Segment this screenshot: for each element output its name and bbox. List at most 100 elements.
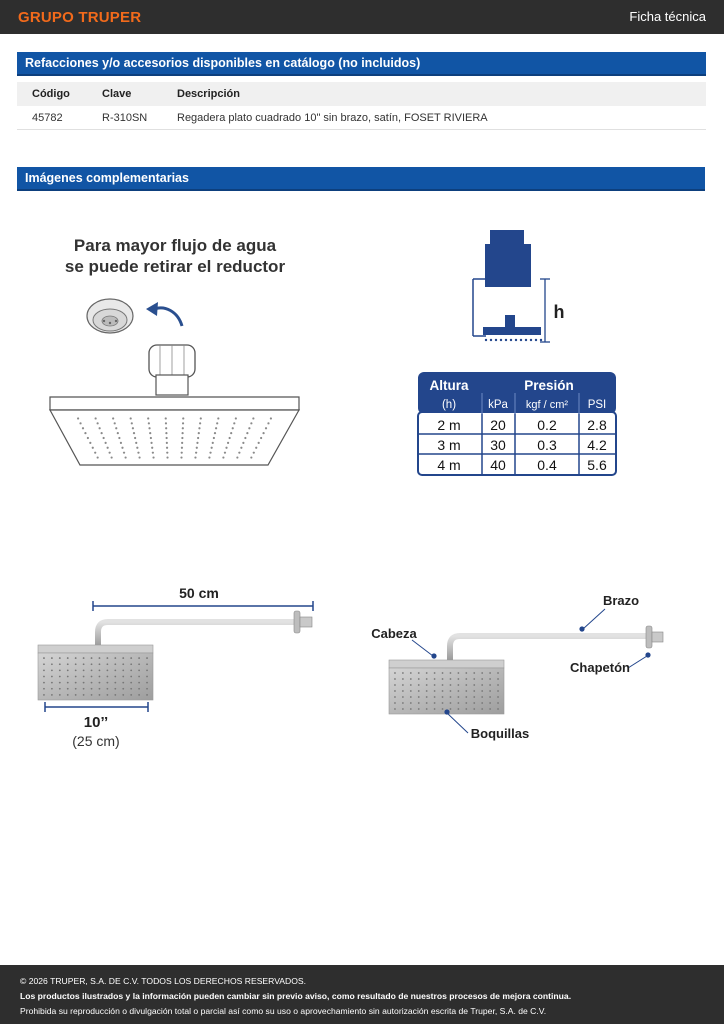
nozzle-dot (106, 681, 109, 684)
col-altura-label: Altura (429, 378, 468, 393)
nozzle-dot (449, 678, 452, 680)
nozzle-dot (181, 441, 184, 444)
nozzle-dot (195, 446, 198, 449)
nozzle-dot (129, 417, 132, 420)
nozzle-dot (222, 456, 225, 459)
nozzle-dot (104, 441, 107, 444)
nozzle-dot (425, 702, 428, 704)
nozzle-dot (489, 708, 492, 710)
footer-copyright: © 2026 TRUPER, S.A. DE C.V. TODOS LOS DE… (20, 976, 307, 986)
nozzle-dot (425, 678, 428, 680)
nozzle-dot (58, 669, 61, 672)
nozzle-dot (236, 456, 239, 459)
nozzle-dot (106, 675, 109, 678)
nozzle-dot (138, 687, 141, 690)
nozzle-dot (146, 669, 148, 672)
nozzle-dot (449, 684, 452, 686)
table-row: 45782 R-310SN Regadera plato cuadrado 10… (17, 106, 706, 130)
accessories-section-title: Refacciones y/o accesorios disponibles e… (17, 52, 706, 76)
nozzle-dot (216, 422, 219, 425)
nozzle-dot (151, 446, 154, 449)
nozzle-dot (225, 446, 228, 449)
nozzle-dot (90, 663, 93, 666)
nozzle-dot (484, 338, 488, 342)
nozzle-dot (74, 663, 77, 666)
nozzle-dot (82, 669, 85, 672)
nozzle-dot (481, 690, 484, 692)
nozzle-dot (98, 675, 101, 678)
nozzle-dot (124, 456, 127, 459)
cell-altura-3m: 3 m (437, 437, 460, 453)
nozzle-dot (96, 456, 99, 459)
nozzle-dot (82, 675, 85, 678)
label-cabeza: Cabeza (371, 626, 417, 641)
nozzle-dot (58, 694, 61, 696)
nozzle-dot (449, 696, 452, 698)
nozzle-dot (401, 708, 404, 710)
unit-kgf: kgf / cm² (526, 399, 569, 411)
nozzle-dot (233, 422, 236, 425)
nozzle-dot (110, 456, 113, 459)
nozzle-dot (497, 696, 499, 698)
nozzle-dot (66, 681, 69, 684)
arrow-head-icon (146, 302, 158, 316)
cell-descripcion: Regadera plato cuadrado 10" sin brazo, s… (177, 112, 488, 124)
nozzle-dot (151, 451, 154, 454)
nozzle-dot (108, 451, 111, 454)
nozzle-dot (401, 684, 404, 686)
nozzle-dot (497, 672, 499, 674)
reducer-caption-line1: Para mayor flujo de agua (74, 236, 277, 255)
brand-logo: GRUPO TRUPER (18, 9, 142, 26)
nozzle-dot (122, 675, 125, 678)
top-bar: GRUPO TRUPER Ficha técnica (0, 0, 724, 34)
part-leader-lines (411, 608, 651, 734)
nozzle-dot (457, 690, 460, 692)
nozzle-dot (66, 663, 69, 666)
nozzle-dot (90, 657, 93, 659)
nozzle-dot (252, 451, 255, 454)
col-altura-unit: (h) (442, 399, 456, 411)
nozzle-dot (98, 669, 101, 672)
nozzle-dot (181, 422, 185, 425)
nozzle-dot (234, 417, 237, 420)
nozzle-dot (441, 684, 444, 686)
nozzle-dot (473, 684, 476, 686)
nozzle-dot (147, 422, 150, 425)
nozzle-dot (146, 657, 148, 659)
nozzle-dot (231, 427, 234, 430)
shower-head-right (388, 659, 505, 715)
document-type: Ficha técnica (629, 9, 706, 24)
nozzle-dot (248, 427, 251, 430)
nozzle-dot (441, 678, 444, 680)
nozzle-dot (130, 687, 133, 690)
accessories-table: Código Clave Descripción 45782 R-310SN R… (17, 82, 706, 130)
nozzle-dot (489, 338, 493, 342)
nozzle-dot (150, 441, 153, 444)
nozzle-dot (66, 694, 69, 696)
nozzle-dot (122, 657, 125, 659)
nozzle-dot (149, 432, 152, 435)
cell-kgf-2m: 0.2 (537, 417, 557, 433)
nozzle-dot (417, 708, 420, 710)
cell-psi-3m: 4.2 (587, 437, 607, 453)
nozzle-dot (449, 708, 452, 710)
nozzle-dot (165, 427, 168, 430)
shower-head-left (37, 644, 154, 701)
nozzle-dot (394, 696, 396, 698)
nozzle-dot (417, 678, 420, 680)
nozzle-dot (130, 694, 133, 696)
nozzle-dot (409, 678, 412, 680)
nozzle-dot (240, 446, 243, 449)
nozzle-dot (58, 657, 61, 659)
nozzle-dot (94, 417, 97, 420)
nozzle-dot (509, 338, 513, 342)
col-presion-label: Presión (524, 378, 574, 393)
nozzle-dot (457, 702, 460, 704)
nozzle-dot (131, 427, 135, 430)
nozzle-dot (181, 436, 184, 440)
nozzle-dot (98, 657, 101, 659)
nozzle-dot (441, 696, 444, 698)
nozzle-dot (481, 696, 484, 698)
nozzle-dot (499, 338, 503, 342)
